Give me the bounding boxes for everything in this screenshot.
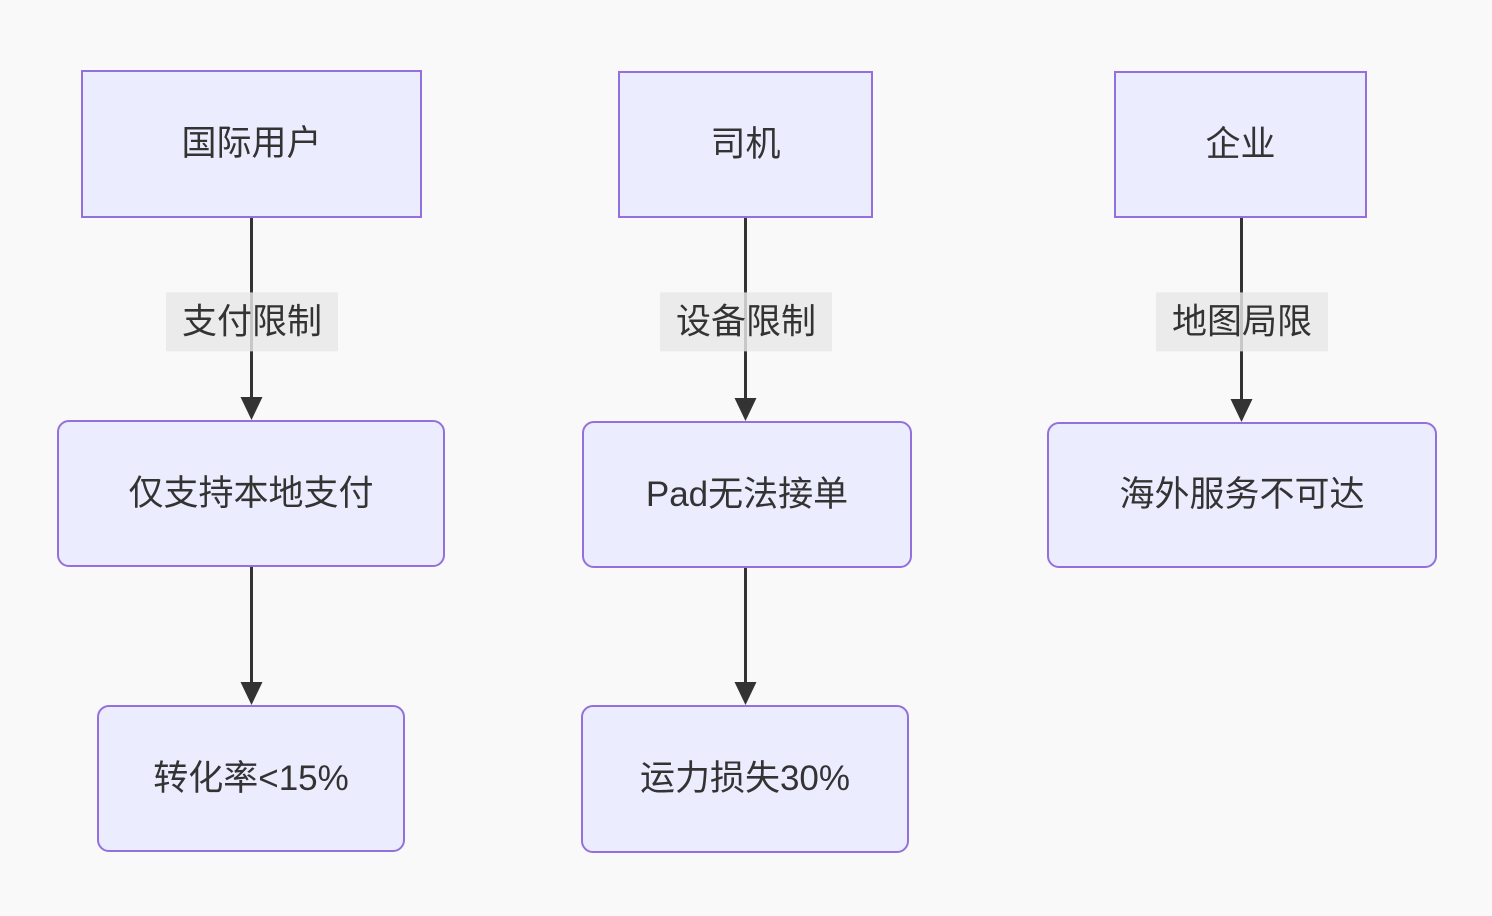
node-driver: 司机 <box>618 71 873 218</box>
arrowhead-icon <box>240 682 263 705</box>
edge-pad-to-capacity <box>734 568 757 705</box>
arrowhead-icon <box>734 682 757 705</box>
node-capacity-loss: 运力损失30% <box>581 705 909 853</box>
edge-label-map-limit: 地图局限 <box>1155 292 1329 352</box>
arrowhead-icon <box>734 398 757 421</box>
node-international-users: 国际用户 <box>81 70 422 218</box>
edge-label-payment-limit: 支付限制 <box>165 292 339 352</box>
node-overseas-unreachable: 海外服务不可达 <box>1047 422 1437 568</box>
node-conversion-rate: 转化率<15% <box>97 705 405 852</box>
node-pad-cannot-take-orders: Pad无法接单 <box>582 421 912 568</box>
edge-label-device-limit: 设备限制 <box>659 292 833 352</box>
node-enterprise: 企业 <box>1114 71 1367 218</box>
arrowhead-icon <box>1230 399 1253 422</box>
node-local-payment-only: 仅支持本地支付 <box>57 420 445 567</box>
arrowhead-icon <box>240 397 263 420</box>
edge-local-pay-to-conversion <box>240 567 263 705</box>
